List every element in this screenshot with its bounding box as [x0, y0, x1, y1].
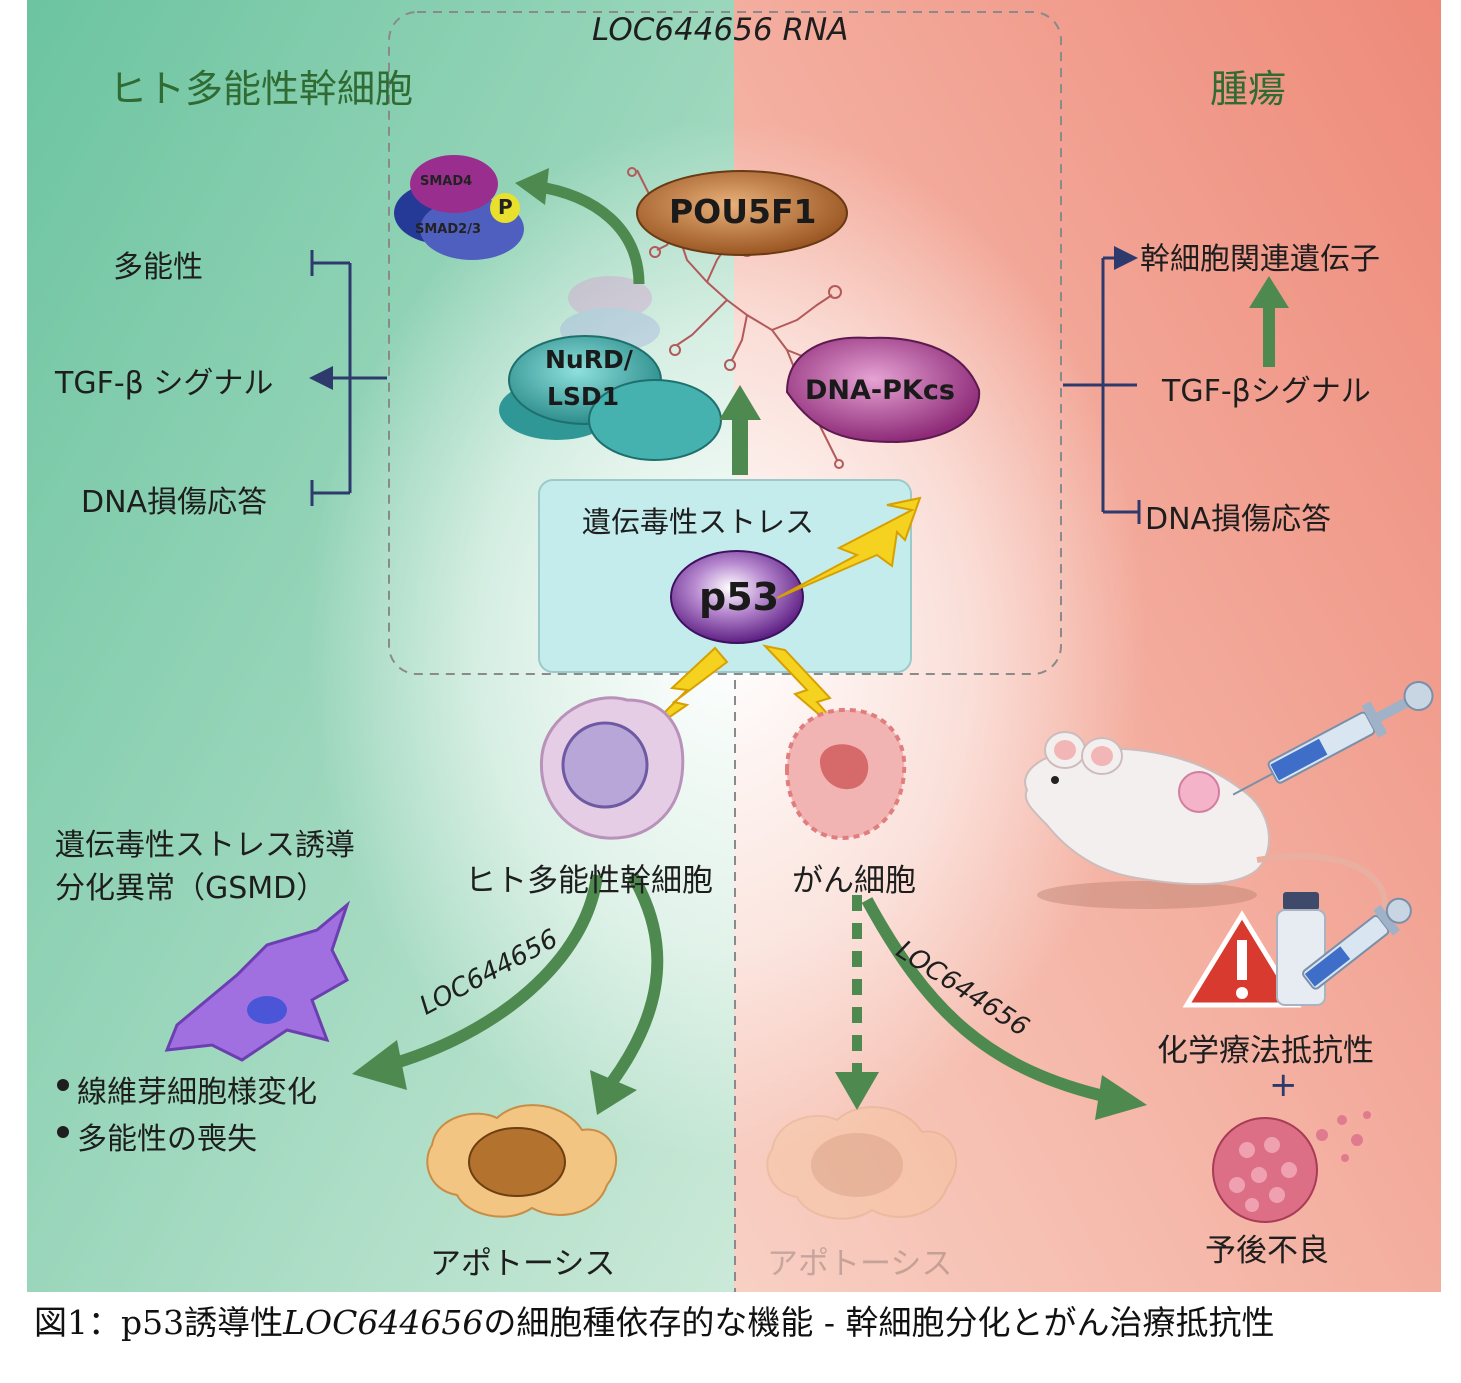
caption-gene: LOC644656	[283, 1303, 484, 1342]
rna-dashed-box	[388, 11, 1062, 675]
gsmd-bullet-fibroblast: 線維芽細胞様変化	[77, 1075, 317, 1110]
chemo-resistance-arrow	[861, 897, 1114, 1104]
stress-label: 遺伝毒性ストレス	[582, 505, 815, 539]
gsmd-line2: 分化異常（GSMD）	[55, 871, 327, 906]
rna-title: LOC644656 RNA	[592, 12, 849, 48]
apoptosis-right-label: アポトーシス	[767, 1246, 953, 1282]
apoptotic-cell-left	[426, 1104, 617, 1218]
gsmd-line1: 遺伝毒性ストレス誘導	[55, 828, 355, 863]
left-effect-pluripotency: 多能性	[113, 250, 203, 285]
bullet-2	[57, 1126, 69, 1138]
left-inhibition-bracket	[309, 250, 387, 506]
right-effect-tgf: TGF-βシグナル	[1162, 374, 1371, 409]
nurd-label: NuRD/	[545, 345, 633, 374]
plus-sign: +	[1269, 1065, 1298, 1105]
dnapkcs-protein	[785, 336, 981, 444]
pou5f1-protein	[636, 170, 848, 256]
hpsc-label: ヒト多能性幹細胞	[465, 863, 713, 899]
diagram-canvas	[27, 0, 1441, 1292]
phospho-label: P	[498, 195, 513, 219]
figure-caption: 図1：p53誘導性LOC644656の細胞種依存的な機能 - 幹細胞分化とがん治…	[34, 1296, 1274, 1344]
left-effect-tgf: TGF-β シグナル	[55, 366, 274, 401]
caption-prefix: 図1：p53誘導性	[34, 1303, 284, 1342]
dnapkcs-label: DNA-PKcs	[805, 375, 955, 406]
chemo-resistance-label: 化学療法抵抗性	[1157, 1033, 1374, 1069]
tumor-sphere-icon	[1212, 1111, 1371, 1223]
right-tgf-up-arrow	[1249, 276, 1289, 367]
smad-arrow-head	[515, 168, 549, 205]
syringe-icon	[1232, 681, 1434, 796]
gsmd-arrow-head	[352, 1040, 407, 1090]
hpsc-cell-icon	[539, 696, 685, 840]
pou5f1-label: POU5F1	[669, 192, 817, 231]
caption-suffix: の細胞種依存的な機能 - 幹細胞分化とがん治療抵抗性	[483, 1303, 1275, 1342]
cancer-apoptosis-arrow-head	[835, 1072, 879, 1110]
p53-label: p53	[699, 575, 780, 619]
figure-panel: LOC644656 RNA ヒト多能性幹細胞 腫瘍 多能性 TGF-β シグナル…	[27, 0, 1441, 1292]
bullet-1	[57, 1079, 69, 1091]
stress-lightning-icon	[776, 496, 922, 599]
left-title: ヒト多能性幹細胞	[109, 67, 414, 111]
apoptosis-left-label: アポトーシス	[430, 1246, 616, 1282]
right-title: 腫瘍	[1210, 67, 1287, 111]
mouse-icon	[1024, 731, 1388, 943]
hpsc-apoptosis-arrow-head	[590, 1070, 637, 1115]
fibroblast-nucleus	[247, 996, 287, 1024]
cancer-cell-icon	[784, 707, 907, 841]
right-effect-stem-genes: 幹細胞関連遺伝子	[1140, 242, 1380, 277]
apoptotic-cell-right	[766, 1106, 957, 1220]
syringe-2-icon	[1302, 897, 1412, 990]
nurd-lsd1-complex	[499, 335, 722, 461]
smad-complex	[394, 155, 524, 260]
warning-icon	[1182, 910, 1302, 1008]
p53-protein	[670, 550, 804, 644]
lsd1-label: LSD1	[547, 382, 620, 411]
left-effect-dna-damage: DNA損傷応答	[81, 485, 268, 520]
cancer-cell-label: がん細胞	[792, 863, 916, 899]
gsmd-arrow	[383, 874, 603, 1072]
smad23-label: SMAD2/3	[415, 222, 481, 237]
stress-up-arrow	[719, 385, 761, 475]
smad-curved-arrow	[533, 180, 645, 285]
right-activation-bracket	[1063, 246, 1141, 524]
chemo-resistance-arrow-head	[1095, 1075, 1147, 1120]
gsmd-bullet-pluripotency-loss: 多能性の喪失	[77, 1122, 257, 1157]
poor-prognosis-label: 予後不良	[1205, 1233, 1329, 1269]
right-effect-dna-damage: DNA損傷応答	[1145, 502, 1332, 537]
smad4-label: SMAD4	[420, 174, 473, 189]
fibroblast-cell-icon	[164, 900, 351, 1062]
hpsc-apoptosis-arrow	[607, 871, 664, 1086]
